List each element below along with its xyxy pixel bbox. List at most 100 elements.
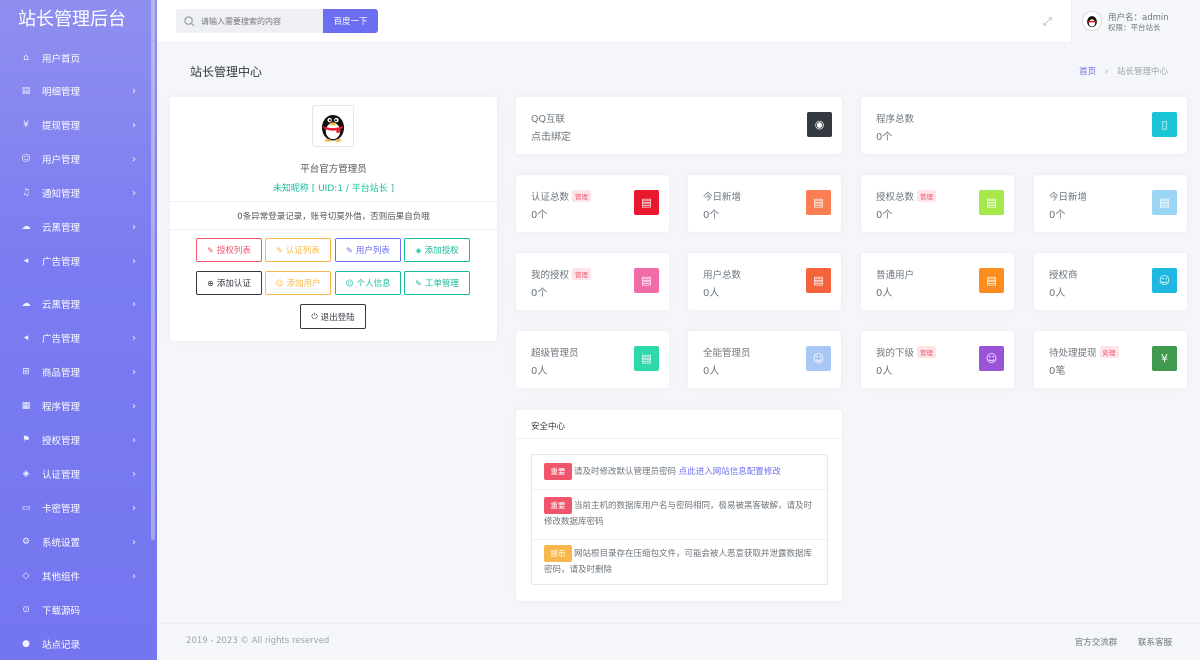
profile-action-button[interactable]: ◈添加授权 <box>404 238 470 262</box>
sidebar-item-label: 授权管理 <box>42 436 81 447</box>
stat-tag[interactable]: 管理 <box>572 190 592 202</box>
chevron-right-icon: › <box>132 570 136 582</box>
sidebar-item-label: 明细管理 <box>42 87 81 98</box>
user-menu[interactable]: 用户名：admin 权限：平台站长 <box>1071 0 1200 43</box>
stat-label: 我的授权管理 <box>531 267 592 281</box>
sidebar-item[interactable]: ⌂用户首页 <box>0 46 150 70</box>
sidebar-item[interactable]: ☁云黑管理› <box>0 292 150 316</box>
stat-value: 0个 <box>876 132 893 143</box>
sidebar-item-label: 广告管理 <box>42 334 81 345</box>
search-icon <box>184 15 195 27</box>
flag-icon: ⚑ <box>21 435 31 445</box>
page-title: 站长管理中心 <box>190 65 263 79</box>
sidebar-item[interactable]: ◈认证管理› <box>0 462 150 486</box>
search-button[interactable]: 百度一下 <box>323 9 378 33</box>
stat-label: 超级管理员 <box>531 345 579 359</box>
sidebar-item[interactable]: ♫通知管理› <box>0 181 150 205</box>
security-item: 提示网站根目录存在压缩包文件，可能会被人恶意获取并泄露数据库密码，请及时删除 <box>544 545 819 578</box>
sidebar-item-label: 程序管理 <box>42 402 81 413</box>
sidebar-item-label: 云黑管理 <box>42 223 81 234</box>
chevron-right-icon: › <box>132 468 136 480</box>
stat-label: 用户总数 <box>703 267 741 281</box>
stat-tag[interactable]: 管理 <box>917 190 937 202</box>
security-title: 安全中心 <box>516 410 842 439</box>
sidebar-item[interactable]: ◂广告管理› <box>0 326 150 350</box>
edit-icon: ✎ <box>276 245 283 255</box>
profile-action-button[interactable]: ☺添加用户 <box>265 271 331 295</box>
stat-tag[interactable]: 处理 <box>1099 346 1119 358</box>
gear-icon: ⚙ <box>21 537 31 547</box>
brand-title[interactable]: 站长管理后台 <box>18 9 126 30</box>
chevron-right-icon: › <box>132 434 136 446</box>
login-warning: 0条异常登录记录，账号切莫外借，否则后果自负哦 <box>237 212 430 222</box>
divider <box>532 489 829 490</box>
sidebar-item[interactable]: ⚙系统设置› <box>0 530 150 554</box>
profile-action-button[interactable]: ✎认证列表 <box>265 238 331 262</box>
stat-value: 0人 <box>876 288 893 299</box>
footer-link-support[interactable]: 联系客服 <box>1137 638 1172 648</box>
apps-icon: ▦ <box>21 401 31 411</box>
chevron-right-icon: › <box>132 536 136 548</box>
sidebar-item[interactable]: ◂广告管理› <box>0 249 150 273</box>
sidebar-scrollbar[interactable] <box>151 0 155 540</box>
sidebar-item[interactable]: ⊞商品管理› <box>0 360 150 384</box>
fullscreen-icon[interactable]: ⤢ <box>1043 15 1052 28</box>
stat-label-text: 我的授权 <box>531 270 570 281</box>
stat-label: QQ互联 <box>531 111 565 125</box>
sidebar-item[interactable]: ¥提现管理› <box>0 113 150 137</box>
stat-value: 0人 <box>703 366 720 377</box>
sidebar-item[interactable]: ◇其他组件› <box>0 564 150 588</box>
mobile-icon: ▯ <box>1152 112 1177 137</box>
chevron-right-icon: › <box>132 298 136 310</box>
sidebar-item[interactable]: ☁云黑管理› <box>0 215 150 239</box>
profile-action-button[interactable]: ⊕添加认证 <box>196 271 262 295</box>
chevron-right-icon: › <box>132 502 136 514</box>
profile-action-button[interactable]: ✎工单管理 <box>404 271 470 295</box>
qq-avatar <box>312 105 354 147</box>
config-link[interactable]: 点此进入网站信息配置修改 <box>678 467 781 477</box>
stat-tag[interactable]: 管理 <box>572 268 592 280</box>
button-label: 认证列表 <box>285 246 320 256</box>
stat-card[interactable]: QQ互联点击绑定◉ <box>516 97 842 154</box>
breadcrumb-home[interactable]: 首页 <box>1079 67 1097 77</box>
stat-label-text: 普通用户 <box>876 270 915 281</box>
list-icon: ▤ <box>21 86 31 96</box>
profile-action-button[interactable]: ✎用户列表 <box>335 238 401 262</box>
profile-action-button[interactable]: ⏻退出登陆 <box>300 304 366 329</box>
sidebar-item[interactable]: ⊙下载源码 <box>0 598 150 622</box>
stat-label: 待处理提现处理 <box>1049 345 1119 359</box>
important-badge: 重要 <box>544 497 572 514</box>
sidebar-item[interactable]: ▤明细管理› <box>0 79 150 103</box>
sidebar-item[interactable]: ▦程序管理› <box>0 394 150 418</box>
profile-action-button[interactable]: ✎授权列表 <box>196 238 262 262</box>
sidebar-item-label: 用户首页 <box>42 54 81 65</box>
sidebar-item-label: 通知管理 <box>42 189 81 200</box>
stat-tag[interactable]: 管理 <box>917 346 937 358</box>
search-input[interactable] <box>201 16 311 26</box>
security-box: 重要请及时修改默认管理员密码 点此进入网站信息配置修改 重要当前主机的数据库用户… <box>531 454 829 585</box>
security-card: 安全中心 重要请及时修改默认管理员密码 点此进入网站信息配置修改 重要当前主机的… <box>516 410 842 601</box>
sidebar-item[interactable]: ▭卡密管理› <box>0 496 150 520</box>
chevron-right-icon: › <box>132 119 136 131</box>
sidebar-item[interactable]: ●站点记录 <box>0 632 150 656</box>
profile-action-button[interactable]: ☺个人信息 <box>335 271 401 295</box>
sidebar-item[interactable]: ☺用户管理› <box>0 147 150 171</box>
chevron-right-icon: › <box>132 332 136 344</box>
profile-card: 平台官方管理员 未知昵称 [ UID:1 / 平台站长 ] 0条异常登录记录，账… <box>170 97 497 341</box>
stat-label-text: 今日新增 <box>703 192 742 203</box>
sidebar-item[interactable]: ⚑ 授权管理 › <box>0 428 150 452</box>
footer-link-group[interactable]: 官方交流群 <box>1074 638 1118 648</box>
